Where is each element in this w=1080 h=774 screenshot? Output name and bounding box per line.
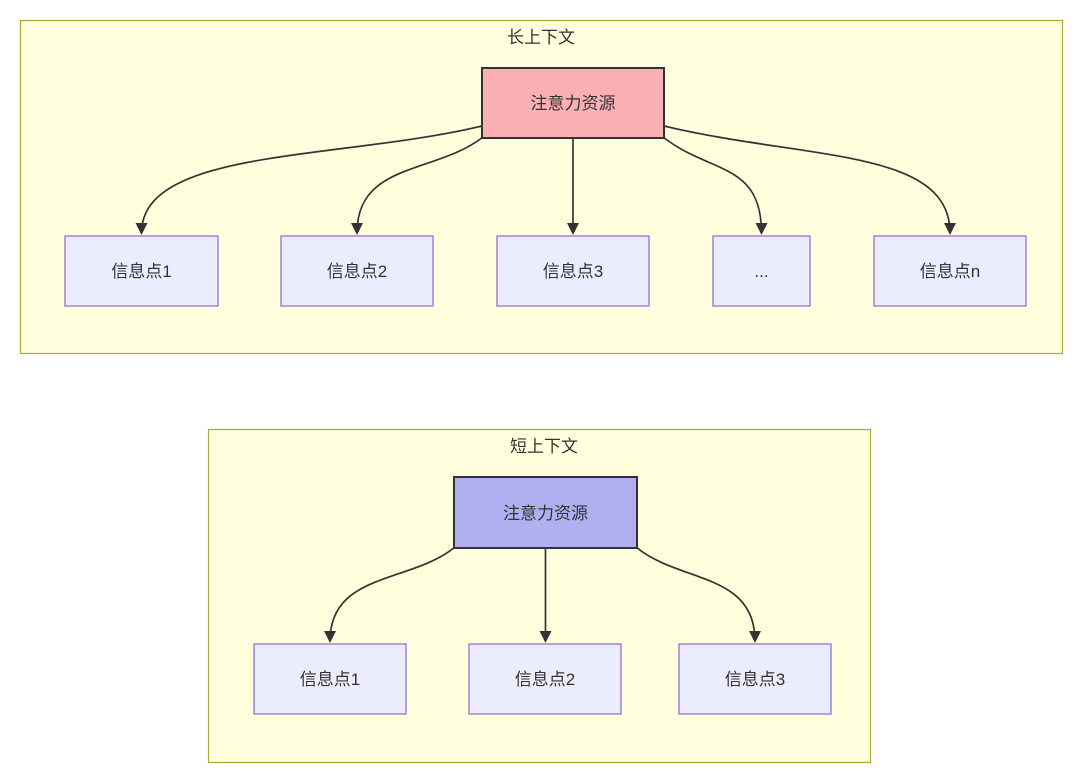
long-info-node-ellipsis: ... [712,235,811,307]
edge-long-to-info-n [663,125,956,235]
short-attention-label: 注意力资源 [503,504,588,523]
short-info-box-2 [468,643,622,715]
short-info-box-1 [253,643,407,715]
long-info-box-3 [496,235,650,307]
short-info-node-3: 信息点3 [678,643,832,715]
edge-long-to-info-ellipsis [662,136,768,235]
short-info-label-3: 信息点3 [725,670,785,689]
long-context-cluster: 长上下文 注意力资源 信息点1 信息点2 信息点3 ... [19,19,1064,355]
long-attention-box [481,67,665,139]
long-info-box-ellipsis [712,235,811,307]
long-info-label-3: 信息点3 [543,262,603,281]
long-info-node-1: 信息点1 [64,235,219,307]
edge-short-to-info-1 [324,546,456,643]
edge-long-to-info-2 [351,136,484,235]
long-info-box-n [873,235,1027,307]
long-info-node-n: 信息点n [873,235,1027,307]
long-info-label-1: 信息点1 [111,262,171,281]
long-info-box-2 [280,235,434,307]
short-info-box-3 [678,643,832,715]
short-context-title: 短上下文 [510,437,578,456]
short-attention-box [453,476,638,549]
long-info-node-3: 信息点3 [496,235,650,307]
long-context-title: 长上下文 [507,28,575,47]
short-info-node-1: 信息点1 [253,643,407,715]
long-info-label-n: 信息点n [920,262,980,281]
edge-short-to-info-3 [635,546,761,643]
edge-long-to-info-1 [135,125,483,235]
long-info-label-ellipsis: ... [754,262,768,281]
short-info-label-1: 信息点1 [300,670,360,689]
long-attention-node: 注意力资源 [481,67,665,139]
long-info-node-2: 信息点2 [280,235,434,307]
short-info-label-2: 信息点2 [515,670,575,689]
short-info-node-2: 信息点2 [468,643,622,715]
long-info-label-2: 信息点2 [327,262,387,281]
long-info-box-1 [64,235,219,307]
short-attention-node: 注意力资源 [453,476,638,549]
short-context-cluster: 短上下文 注意力资源 信息点1 信息点2 信息点3 [207,428,872,764]
long-attention-label: 注意力资源 [531,94,616,113]
